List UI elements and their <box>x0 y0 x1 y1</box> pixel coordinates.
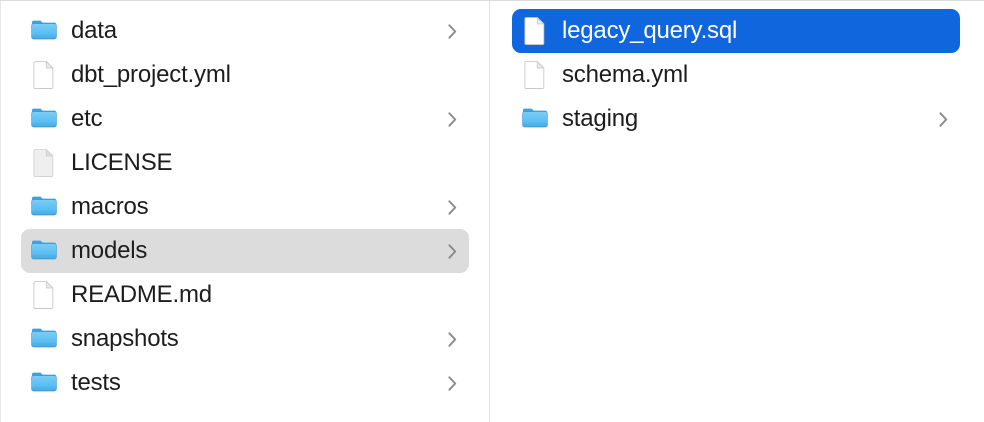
chevron-right-icon[interactable] <box>936 108 950 130</box>
folder-icon <box>31 104 57 134</box>
document-icon <box>522 60 548 90</box>
file-column-child[interactable]: legacy_query.sql schema.yml staging <box>490 1 983 422</box>
chevron-right-icon[interactable] <box>445 328 459 350</box>
folder-icon <box>522 104 548 134</box>
folder-row[interactable]: models <box>21 229 469 273</box>
document-icon <box>31 280 57 310</box>
file-name: schema.yml <box>562 61 689 88</box>
file-row[interactable]: dbt_project.yml <box>21 53 469 97</box>
folder-icon <box>31 16 57 46</box>
chevron-right-icon[interactable] <box>445 196 459 218</box>
file-row[interactable]: schema.yml <box>512 53 960 97</box>
folder-name: etc <box>71 105 103 132</box>
file-name: LICENSE <box>71 149 173 176</box>
chevron-right-icon[interactable] <box>445 240 459 262</box>
file-row[interactable]: legacy_query.sql <box>512 9 960 53</box>
document-icon <box>31 60 57 90</box>
chevron-right-icon[interactable] <box>445 108 459 130</box>
chevron-right-icon[interactable] <box>445 20 459 42</box>
folder-row[interactable]: tests <box>21 361 469 405</box>
folder-row[interactable]: data <box>21 9 469 53</box>
folder-name: macros <box>71 193 149 220</box>
folder-row[interactable]: staging <box>512 97 960 141</box>
folder-icon <box>31 368 57 398</box>
file-name: README.md <box>71 281 212 308</box>
folder-name: models <box>71 237 148 264</box>
folder-row[interactable]: snapshots <box>21 317 469 361</box>
file-row[interactable]: README.md <box>21 273 469 317</box>
file-name: dbt_project.yml <box>71 61 231 88</box>
document-icon <box>522 16 548 46</box>
folder-name: data <box>71 17 117 44</box>
folder-row[interactable]: macros <box>21 185 469 229</box>
folder-name: staging <box>562 105 638 132</box>
chevron-right-icon[interactable] <box>445 372 459 394</box>
folder-row[interactable]: etc <box>21 97 469 141</box>
plain-document-icon <box>31 148 57 178</box>
file-name: legacy_query.sql <box>562 17 738 44</box>
folder-icon <box>31 192 57 222</box>
folder-name: tests <box>71 369 121 396</box>
folder-icon <box>31 236 57 266</box>
file-row[interactable]: LICENSE <box>21 141 469 185</box>
folder-icon <box>31 324 57 354</box>
folder-name: snapshots <box>71 325 179 352</box>
